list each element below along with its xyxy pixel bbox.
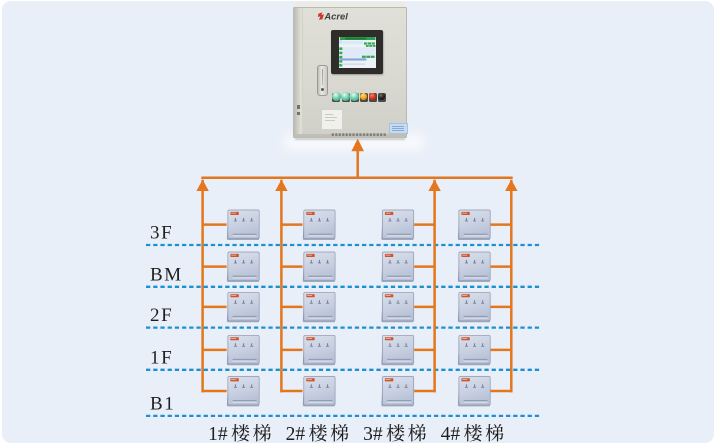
svg-text:3F: 3F (150, 223, 173, 244)
svg-text:B1: B1 (150, 394, 175, 415)
svg-text:3#: 3# (363, 424, 383, 445)
svg-text:1#: 1# (208, 424, 228, 445)
svg-text:Acrel: Acrel (323, 11, 348, 22)
svg-text:2F: 2F (150, 305, 173, 326)
svg-text:1F: 1F (150, 347, 173, 368)
svg-text:2#: 2# (286, 424, 306, 445)
svg-text:4#: 4# (441, 424, 461, 445)
svg-text:BM: BM (150, 264, 183, 285)
